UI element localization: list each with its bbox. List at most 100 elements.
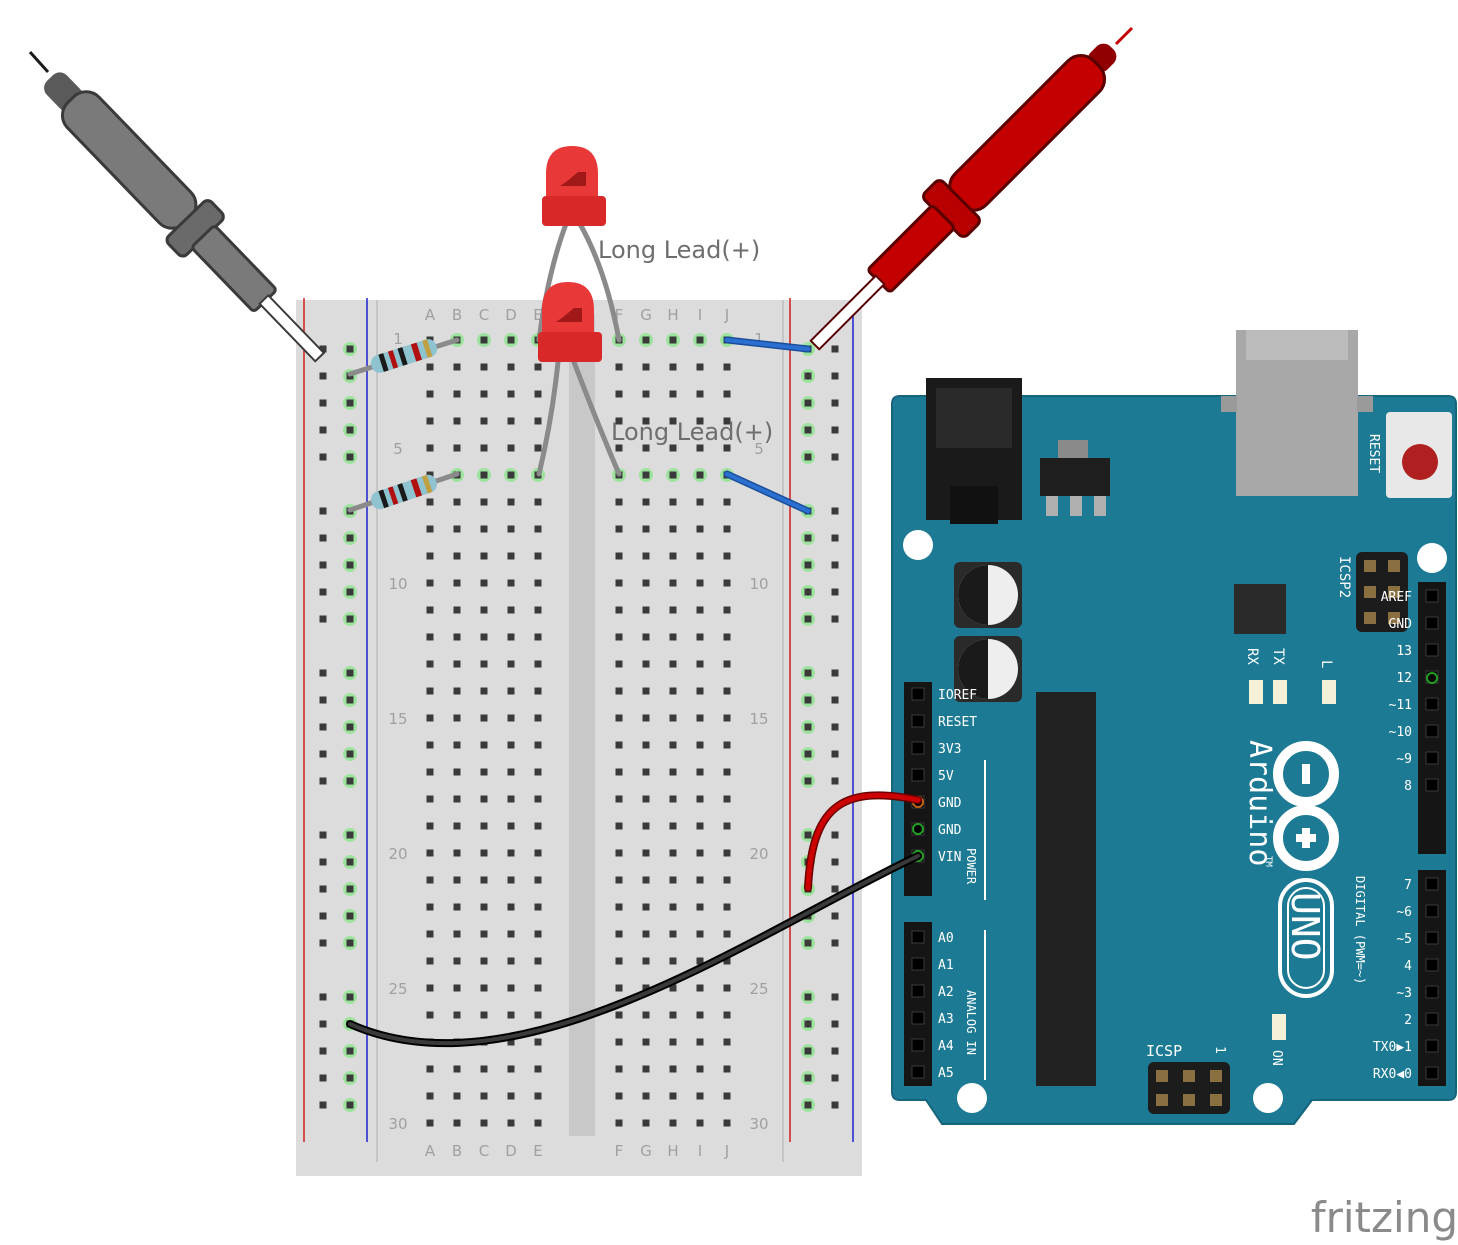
breadboard-hole (480, 714, 488, 722)
rail-hole (346, 696, 354, 704)
pin-label: A0 (938, 931, 954, 946)
breadboard-hole (507, 390, 515, 398)
breadboard-hole (642, 660, 650, 668)
breadboard-hole (507, 1065, 515, 1073)
breadboard-hole (507, 687, 515, 695)
rail-hole (831, 723, 839, 731)
breadboard-hole (480, 795, 488, 803)
breadboard-hole (453, 957, 461, 965)
row-number: 10 (749, 575, 768, 593)
rail-hole (831, 1101, 839, 1109)
rail-hole (804, 669, 812, 677)
breadboard-hole (615, 390, 623, 398)
arduino-logo-icon (1273, 741, 1339, 871)
rail-hole (804, 615, 812, 623)
breadboard-hole (480, 822, 488, 830)
header-pin (1425, 751, 1439, 765)
wire-gnd-black (348, 854, 920, 1045)
breadboard-hole (615, 930, 623, 938)
breadboard-hole (480, 687, 488, 695)
breadboard-hole (534, 606, 542, 614)
rail-hole (346, 1047, 354, 1055)
breadboard-hole (723, 741, 731, 749)
breadboard-hole (426, 633, 434, 641)
breadboard-hole (534, 1092, 542, 1100)
breadboard-hole (615, 741, 623, 749)
col-label: D (505, 1142, 517, 1160)
breadboard-hole (507, 984, 515, 992)
breadboard-hole (534, 660, 542, 668)
breadboard-hole (534, 822, 542, 830)
breadboard-hole (480, 660, 488, 668)
breadboard-hole (615, 714, 623, 722)
breadboard-hole (615, 417, 623, 425)
rail-hole (831, 858, 839, 866)
row-number: 10 (388, 575, 407, 593)
breadboard-hole (615, 363, 623, 371)
rail-hole (831, 399, 839, 407)
red-led (538, 282, 602, 362)
breadboard-hole (642, 903, 650, 911)
pin-label: 5V (938, 769, 954, 784)
breadboard-hole (696, 1011, 704, 1019)
breadboard-hole (426, 714, 434, 722)
breadboard: A B C D E F G H I J A B C D E F G H I J … (296, 298, 862, 1176)
breadboard-hole (507, 498, 515, 506)
brand-name: Arduino (1242, 740, 1277, 866)
pin-label: GND (938, 823, 962, 838)
breadboard-hole (480, 498, 488, 506)
rail-hole (831, 831, 839, 839)
resistor (347, 337, 460, 377)
col-label: G (640, 1142, 652, 1160)
breadboard-hole (642, 363, 650, 371)
breadboard-hole (696, 903, 704, 911)
breadboard-hole (723, 444, 731, 452)
breadboard-hole (507, 525, 515, 533)
rail-hole (346, 399, 354, 407)
pin-label: 2 (1404, 1013, 1412, 1028)
breadboard-hole (534, 1119, 542, 1127)
breadboard-hole (534, 714, 542, 722)
reset-button[interactable] (1386, 412, 1452, 498)
arduino-header-pins: IOREFRESET3V35VGNDGNDVINA0A1A2A3A4A5AREF… (911, 589, 1439, 1082)
row-number: 20 (749, 845, 768, 863)
breadboard-hole (426, 363, 434, 371)
breadboard-hole (723, 390, 731, 398)
rail-hole (319, 1047, 327, 1055)
rail-hole (831, 993, 839, 1001)
led-lead (536, 359, 561, 477)
breadboard-center-channel (569, 314, 595, 1136)
breadboard-hole (696, 336, 704, 344)
breadboard-hole (615, 768, 623, 776)
header-pin (911, 687, 925, 701)
row-number: 25 (749, 980, 768, 998)
rail-hole (831, 912, 839, 920)
breadboard-hole (480, 363, 488, 371)
pin-label: ~5 (1396, 932, 1412, 947)
rail-hole (319, 885, 327, 893)
breadboard-hole (696, 444, 704, 452)
rail-hole (319, 426, 327, 434)
breadboard-hole (723, 660, 731, 668)
breadboard-hole (642, 579, 650, 587)
breadboard-hole (480, 1065, 488, 1073)
icsp-header (1148, 1062, 1230, 1114)
header-pin (1425, 778, 1439, 792)
breadboard-hole (669, 903, 677, 911)
row-numbers: 1 5 10 15 20 25 30 1 5 10 15 20 25 30 (388, 330, 768, 1133)
breadboard-hole (723, 525, 731, 533)
breadboard-hole (426, 498, 434, 506)
rail-hole (346, 426, 354, 434)
breadboard-hole (669, 876, 677, 884)
icsp-label: ICSP (1146, 1042, 1182, 1060)
breadboard-hole (669, 822, 677, 830)
on-label: ON (1269, 1050, 1284, 1066)
breadboard-hole (426, 903, 434, 911)
breadboard-hole (534, 957, 542, 965)
breadboard-hole (615, 876, 623, 884)
breadboard-hole (615, 525, 623, 533)
breadboard-hole (426, 795, 434, 803)
breadboard-hole (642, 957, 650, 965)
breadboard-hole (453, 930, 461, 938)
rail-hole (319, 939, 327, 947)
